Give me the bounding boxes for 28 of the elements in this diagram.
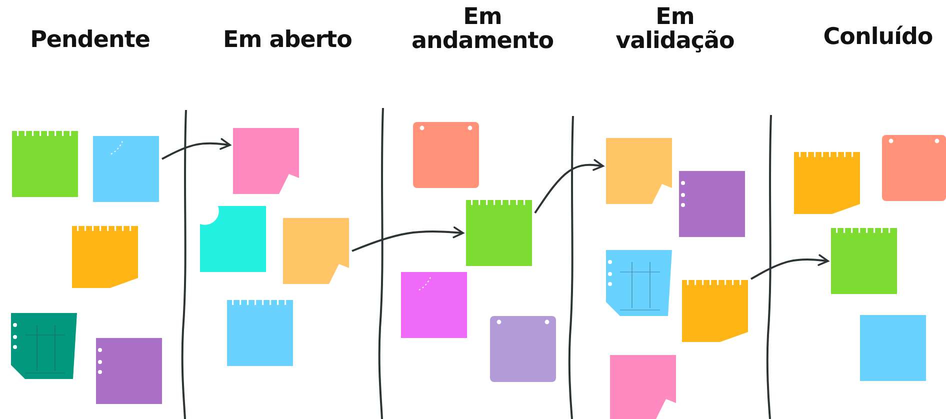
column-heading: Em validação <box>614 5 736 54</box>
sticky-note <box>227 300 293 366</box>
arrow <box>352 226 464 252</box>
sticky-note <box>466 200 532 266</box>
sticky-note <box>413 122 479 188</box>
sticky-note <box>882 135 946 201</box>
arrow <box>162 138 231 160</box>
sticky-note <box>96 338 162 404</box>
sticky-note <box>283 218 349 284</box>
column-heading: Pendente <box>29 28 151 52</box>
sticky-note <box>831 228 897 294</box>
sticky-note <box>200 206 266 272</box>
sticky-note <box>490 316 556 382</box>
arrow <box>750 254 829 280</box>
sticky-note <box>233 128 299 194</box>
sticky-note <box>679 171 745 237</box>
sticky-note <box>606 138 672 204</box>
sticky-note <box>606 250 672 316</box>
column-heading: Em andamento <box>410 5 555 54</box>
sticky-note <box>93 136 159 202</box>
sticky-note <box>11 313 77 379</box>
arrow <box>534 159 604 214</box>
column-heading: Em aberto <box>222 28 353 52</box>
sticky-note <box>610 355 676 419</box>
sticky-note <box>401 272 467 338</box>
sticky-note <box>12 131 78 197</box>
column-heading: Conluído <box>822 25 934 50</box>
sticky-note <box>860 315 926 381</box>
